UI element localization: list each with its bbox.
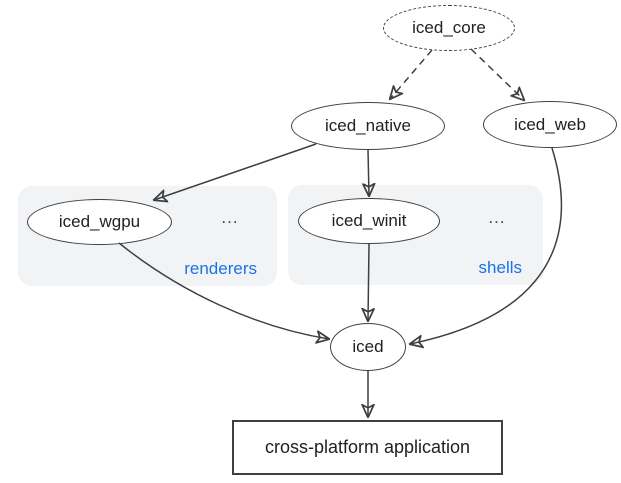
node-iced-wgpu-label: iced_wgpu [58,212,141,231]
group-label-renderers: renderers [184,259,257,278]
shells-ellipsis: ... [488,208,506,227]
node-iced-core-label: iced_core [412,18,486,37]
node-iced: iced [330,323,406,371]
node-iced-native-label: iced_native [324,116,411,135]
node-iced-core: iced_core [383,5,515,51]
edge-iced-core-to-iced-web [470,48,524,100]
edge-iced-core-to-iced-native [390,49,433,99]
node-iced-label: iced [352,337,384,356]
node-iced-native: iced_native [291,102,445,150]
node-cross-platform-application-label: cross-platform application [264,437,471,457]
group-label-shells: shells [478,258,522,277]
node-iced-winit-label: iced_winit [331,211,407,230]
node-iced-winit: iced_winit [298,198,440,244]
node-iced-web: iced_web [483,101,617,148]
node-cross-platform-application: cross-platform application [232,420,503,475]
node-iced-web-label: iced_web [514,114,586,134]
renderers-ellipsis: ... [221,208,239,227]
node-iced-wgpu: iced_wgpu [27,199,172,245]
